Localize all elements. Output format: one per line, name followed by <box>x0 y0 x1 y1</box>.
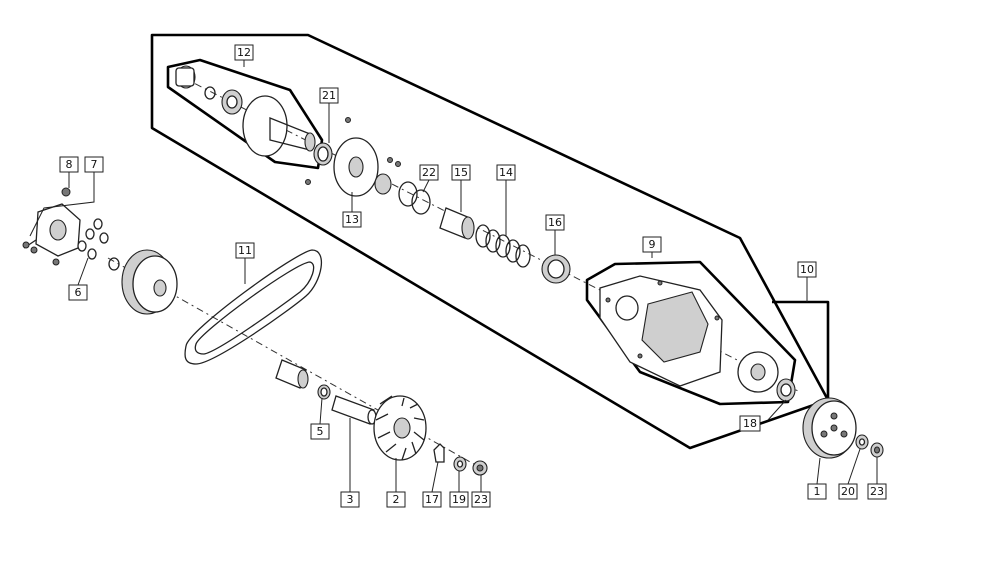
callout-20-text: 20 <box>841 485 855 498</box>
part-21-seal <box>313 142 333 166</box>
callout-18: 18 <box>739 415 761 432</box>
part-bushing <box>275 359 309 389</box>
callout-23-left-text: 23 <box>474 493 488 506</box>
callout-16: 16 <box>545 214 565 231</box>
part-11-drive-belt <box>184 249 322 365</box>
part-19-washer <box>453 456 467 472</box>
part-12-fixed-sheave <box>242 95 316 157</box>
part-13-movable-sheave <box>305 117 401 197</box>
callout-23-right-text: 23 <box>870 485 884 498</box>
callout-19-text: 19 <box>452 493 466 506</box>
callout-3: 3 <box>340 491 360 508</box>
callout-10: 10 <box>797 261 817 278</box>
part-5-ring <box>317 384 331 400</box>
callout-12-text: 12 <box>237 46 251 59</box>
callout-15: 15 <box>451 164 471 181</box>
clutch-outline-10 <box>772 300 830 400</box>
callout-14: 14 <box>496 164 516 181</box>
part-6-rollers <box>77 218 109 260</box>
callout-11: 11 <box>235 242 255 259</box>
part-12-ring <box>204 86 216 100</box>
callout-19: 19 <box>449 491 469 508</box>
callout-7-text: 7 <box>91 158 98 171</box>
callout-9: 9 <box>642 236 662 253</box>
part-12-bearing <box>221 89 243 115</box>
part-20-washer <box>855 434 869 450</box>
part-7-ramp-plate <box>22 187 81 266</box>
callout-1: 1 <box>807 483 827 500</box>
part-3-shaft-collar <box>331 395 377 425</box>
callout-17-text: 17 <box>425 493 439 506</box>
callout-9-text: 9 <box>649 238 656 251</box>
callout-1-text: 1 <box>814 485 821 498</box>
callout-21: 21 <box>319 87 339 104</box>
callout-16-text: 16 <box>548 216 562 229</box>
callout-6-text: 6 <box>75 286 82 299</box>
part-14-spring <box>475 224 531 268</box>
callout-12: 12 <box>234 44 254 61</box>
driven-assembly-outline <box>150 33 830 450</box>
callout-20: 20 <box>838 483 858 500</box>
callout-13: 13 <box>342 211 362 228</box>
callout-22: 22 <box>419 164 439 181</box>
part-13-ring <box>374 173 392 195</box>
part-2-fan <box>373 395 427 461</box>
callout-21-text: 21 <box>322 89 336 102</box>
leader-lines <box>29 60 878 493</box>
callout-8: 8 <box>59 156 79 173</box>
part-23-nut-right <box>870 442 884 458</box>
callout-23-left: 23 <box>471 491 491 508</box>
callout-5-text: 5 <box>317 425 324 438</box>
part-variator-pulley <box>121 249 178 315</box>
callout-17: 17 <box>422 491 442 508</box>
callout-7: 7 <box>84 156 104 173</box>
part-ring-small <box>108 257 120 271</box>
callout-22-text: 22 <box>422 166 436 179</box>
part-15-collar <box>439 207 475 240</box>
callout-2: 2 <box>386 491 406 508</box>
callout-10-text: 10 <box>800 263 814 276</box>
callout-13-text: 13 <box>345 213 359 226</box>
callout-5: 5 <box>310 423 330 440</box>
callout-15-text: 15 <box>454 166 468 179</box>
part-9-clutch-plate <box>599 275 779 393</box>
callout-2-text: 2 <box>393 493 400 506</box>
part-22-o-rings <box>398 181 431 215</box>
part-18-seal <box>776 378 796 402</box>
part-16-spring-seat <box>541 254 571 284</box>
part-1-clutch-bell <box>802 397 857 459</box>
part-17-key <box>433 443 445 463</box>
callout-14-text: 14 <box>499 166 513 179</box>
callout-8-text: 8 <box>66 158 73 171</box>
part-23-nut-left <box>472 460 488 476</box>
callout-3-text: 3 <box>347 493 354 506</box>
callout-23-right: 23 <box>867 483 887 500</box>
callout-6: 6 <box>68 284 88 301</box>
callout-18-text: 18 <box>743 417 757 430</box>
callout-11-text: 11 <box>238 244 252 257</box>
part-12-sleeve <box>175 65 196 89</box>
